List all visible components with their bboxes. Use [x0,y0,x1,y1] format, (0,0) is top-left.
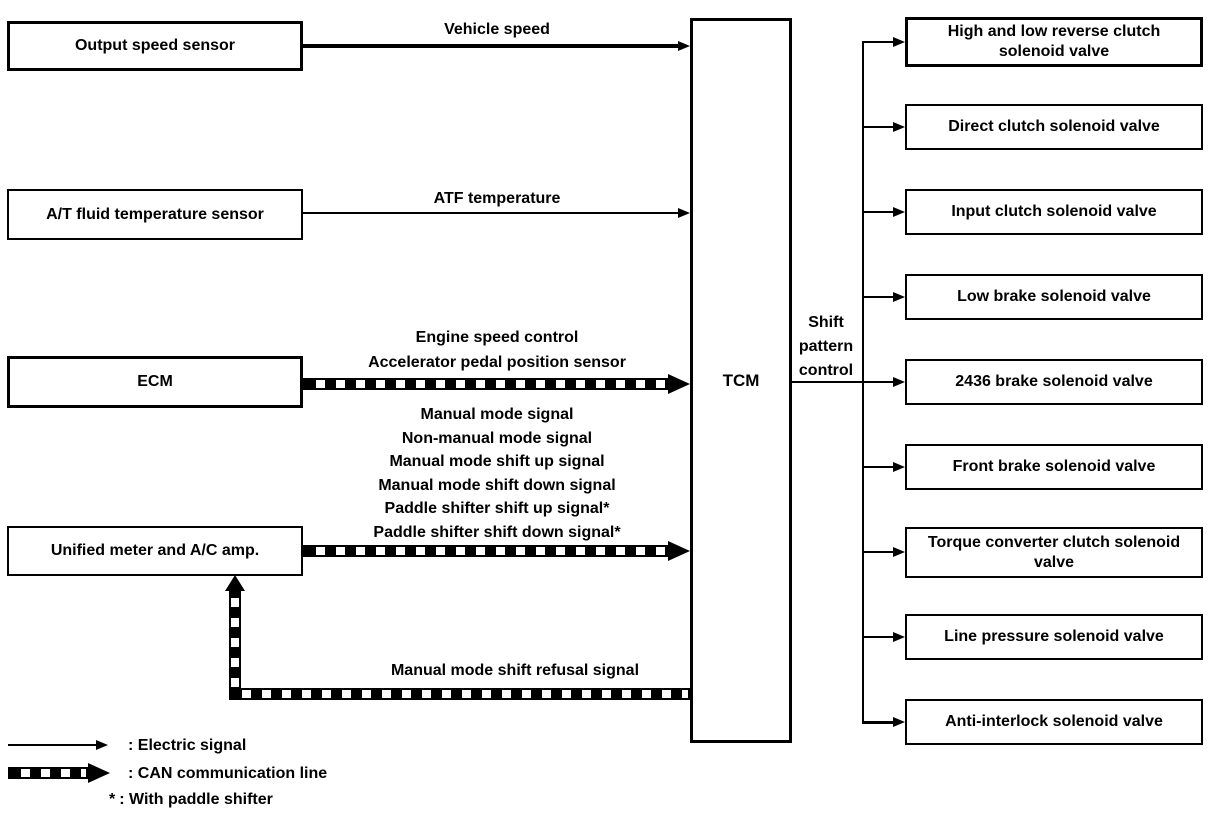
branch-line [862,551,894,553]
output-box-high-low-reverse-clutch-solenoid-valve: High and low reverse clutch solenoid val… [905,17,1203,67]
atf-temperature-label: ATF temperature [433,190,561,207]
branch-line [862,126,894,128]
signal-label: Engine speed control [415,329,579,346]
vehicle-speed-line [303,44,679,48]
signal-label: pattern [798,338,854,355]
output-box-2436-brake-solenoid-valve: 2436 brake solenoid valve [905,359,1203,405]
unified-can-labels: Manual mode signal Non-manual mode signa… [310,403,684,544]
ecm-can-line [303,378,669,390]
branch-line [862,636,894,638]
vehicle-speed-label: Vehicle speed [444,21,550,38]
legend-asterisk: *: With paddle shifter [109,791,273,809]
branch-line [862,296,894,298]
branch-line [862,721,894,724]
signal-label: Paddle shifter shift down signal* [373,523,621,541]
can-arrow-right-icon [668,374,690,394]
input-box-ecm: ECM [7,356,303,408]
input-box-unified-meter-ac-amp: Unified meter and A/C amp. [7,526,303,576]
branch-line [862,41,894,43]
output-box-low-brake-solenoid-valve: Low brake solenoid valve [905,274,1203,320]
output-box-line-pressure-solenoid-valve: Line pressure solenoid valve [905,614,1203,660]
arrow-right-icon [893,377,905,387]
output-box-input-clutch-solenoid-valve: Input clutch solenoid valve [905,189,1203,235]
arrow-right-icon [893,547,905,557]
output-box-torque-converter-clutch-solenoid-valve: Torque converter clutch solenoid valve [905,527,1203,578]
arrow-right-icon [893,122,905,132]
atf-temperature-line [303,212,679,214]
signal-label: control [798,362,854,379]
branch-line [862,211,894,213]
refusal-can-line-vertical [229,590,241,700]
unified-can-line [303,545,669,557]
signal-label: Manual mode shift up signal [389,453,605,470]
arrow-right-icon [893,717,905,727]
output-box-anti-interlock-solenoid-valve: Anti-interlock solenoid valve [905,699,1203,745]
arrow-right-icon [96,740,108,750]
arrow-right-icon [893,632,905,642]
controller-box-tcm: TCM [690,18,792,743]
refusal-can-line-horizontal [229,688,690,700]
can-arrow-up-icon [225,575,245,591]
input-box-at-fluid-temperature-sensor: A/T fluid temperature sensor [7,189,303,240]
branch-line [862,466,894,468]
legend-can-line [8,767,88,779]
signal-label: Shift [808,314,844,331]
asterisk-symbol: * [109,791,116,808]
legend-electric-line [8,744,96,746]
signal-label: Accelerator pedal position sensor [368,353,626,371]
refusal-label: Manual mode shift refusal signal [390,662,640,679]
arrow-right-icon [893,37,905,47]
arrow-right-icon [678,41,690,51]
signal-label: Paddle shifter shift up signal* [384,500,610,517]
arrow-right-icon [893,207,905,217]
shift-pattern-main-line [792,381,894,383]
legend-asterisk-label: : With paddle shifter [119,791,273,808]
signal-label: Manual mode signal [420,406,574,423]
signal-label: Manual mode shift down signal [378,476,616,494]
legend-electric-label: : Electric signal [128,737,247,754]
can-arrow-right-icon [88,763,110,783]
can-arrow-right-icon [668,541,690,561]
input-box-output-speed-sensor: Output speed sensor [7,21,303,71]
arrow-right-icon [893,462,905,472]
shift-pattern-label: Shift pattern control [791,311,861,383]
signal-label: Non-manual mode signal [401,429,593,447]
legend-can-label: : CAN communication line [128,765,328,782]
output-trunk-line [862,41,864,723]
output-box-front-brake-solenoid-valve: Front brake solenoid valve [905,444,1203,490]
arrow-right-icon [893,292,905,302]
ecm-can-labels: Engine speed control Accelerator pedal p… [310,326,684,375]
output-box-direct-clutch-solenoid-valve: Direct clutch solenoid valve [905,104,1203,150]
arrow-right-icon [678,208,690,218]
